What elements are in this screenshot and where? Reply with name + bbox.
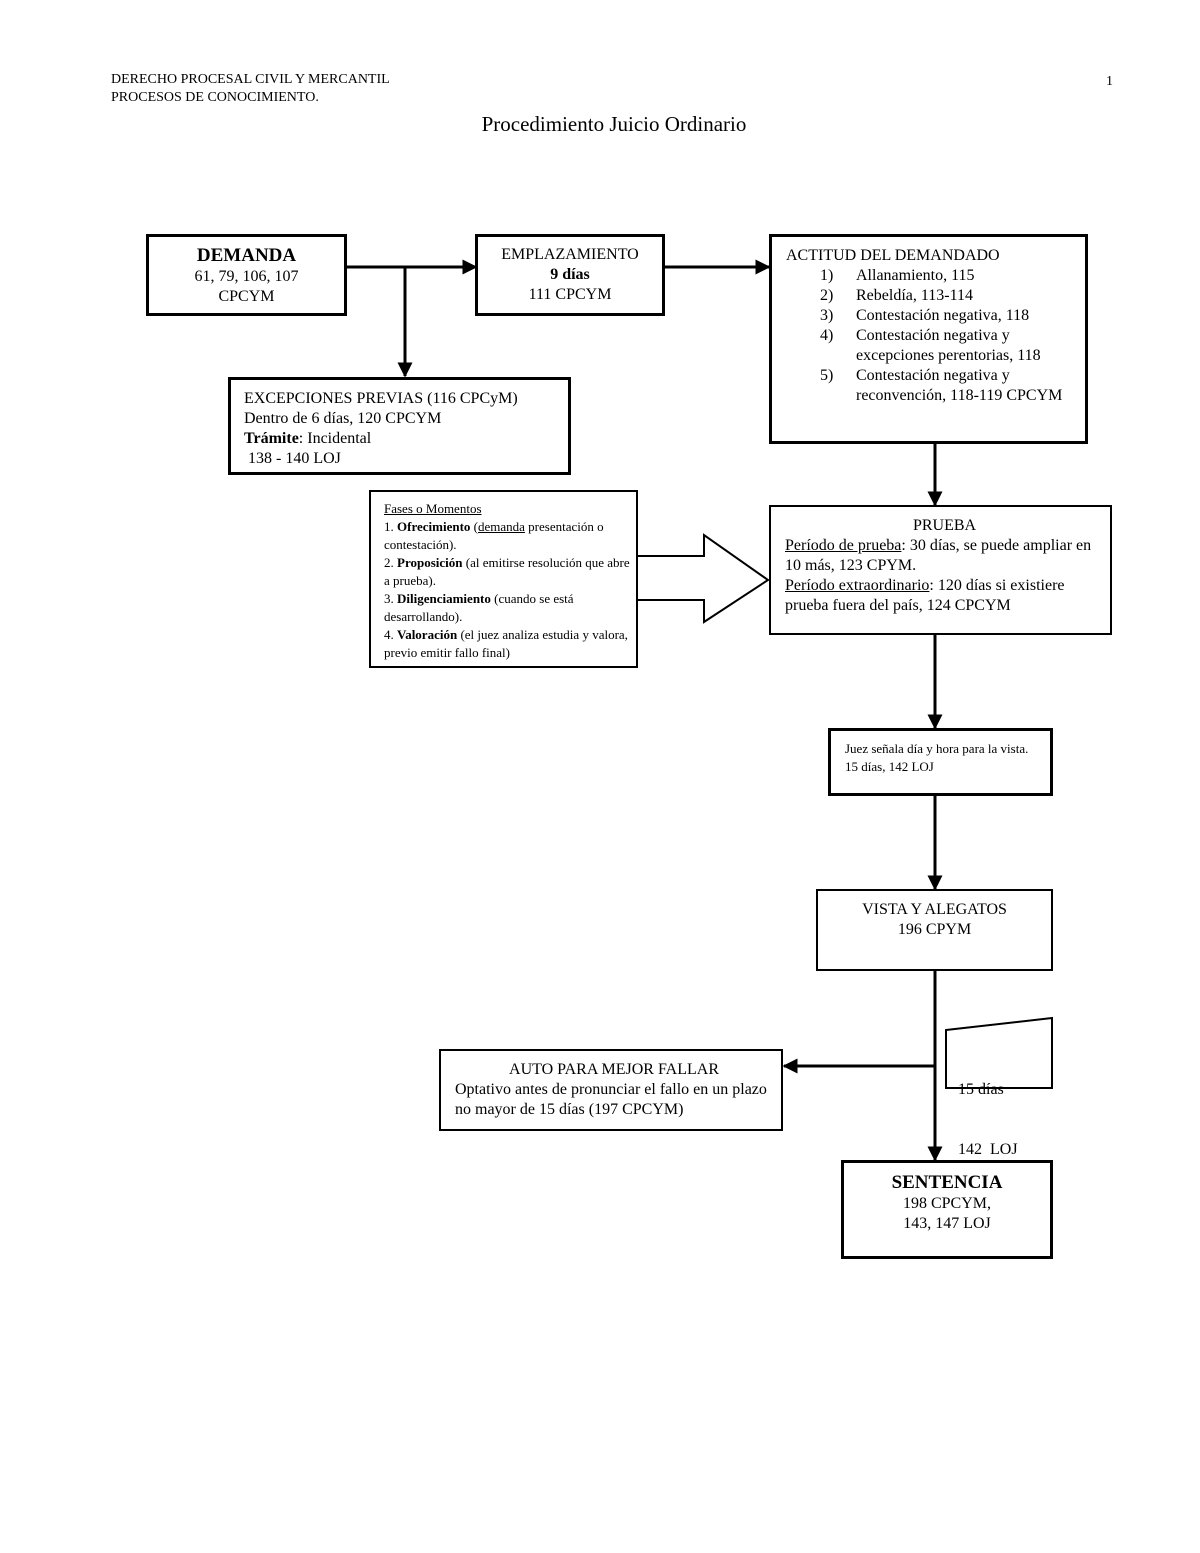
sentencia-line-1: 198 CPCYM, (902, 1195, 992, 1212)
auto-text: Optativo antes de pronunciar el fallo en… (455, 1081, 767, 1118)
actitud-item-number: 5) (820, 367, 834, 384)
fases-heading: Fases o Momentos (384, 501, 482, 516)
box-demanda: DEMANDA 61, 79, 106, 107 CPCYM (146, 234, 347, 316)
fases-item-desc: (cuando se está desarrollando). (384, 591, 574, 624)
tramite-value: : Incidental (298, 430, 372, 447)
fases-item-term: Diligenciamiento (397, 591, 491, 606)
fases-item-number: 1. (384, 519, 397, 534)
diagram-title: Procedimiento Juicio Ordinario (481, 112, 747, 136)
page-number: 1 (1106, 74, 1113, 89)
prueba-periodo-label: Período de prueba (785, 537, 902, 554)
fases-item-desc: presentación o contestación). (384, 519, 604, 552)
vista-line-1: VISTA Y ALEGATOS (862, 901, 1007, 918)
tramite-label: Trámite (244, 430, 299, 447)
sentencia-title: SENTENCIA (891, 1172, 1003, 1193)
demanda-title: DEMANDA (196, 245, 297, 266)
emplazamiento-title: EMPLAZAMIENTO (501, 246, 639, 263)
actitud-title: ACTITUD DEL DEMANDADO (786, 247, 1000, 264)
fases-item-number: 2. (384, 555, 397, 570)
fases-item-paren: ( (470, 519, 478, 534)
juez-text: Juez señala día y hora para la vista. 15… (845, 741, 1042, 774)
note-shape (945, 1016, 1053, 1089)
actitud-list: 1)Allanamiento, 115 2)Rebeldía, 113-114 … (786, 266, 1085, 406)
emplazamiento-days: 9 días (550, 266, 590, 283)
excepciones-tramite: Trámite: Incidental (244, 429, 568, 449)
fases-item: 3. Diligenciamiento (cuando se está desa… (384, 590, 630, 626)
actitud-item-text: Allanamiento, 115 (856, 267, 975, 284)
block-arrow-fases-prueba (637, 505, 704, 535)
emplazamiento-ref: 111 CPCYM (528, 286, 612, 303)
prueba-title: PRUEBA (912, 517, 977, 534)
box-actitud-demandado: ACTITUD DEL DEMANDADO 1) Allanamiento, 11… (769, 234, 1088, 444)
box-prueba: PRUEBA Período de prueba: 30 días, se pu… (769, 505, 1112, 635)
fases-item-desc: (el juez analiza estudia y valora, previ… (384, 627, 628, 660)
excepciones-line-4: 138 - 140 LOJ (248, 450, 341, 467)
prueba-extraordinario-label: Período extraordinario (785, 577, 930, 594)
fases-item-desc: (al emitirse resolución que abre a prueb… (384, 555, 630, 588)
box-juez-senala: Juez señala día y hora para la vista. 15… (828, 728, 1053, 796)
fases-item: 4. Valoración (el juez analiza estudia y… (384, 626, 630, 662)
actitud-item: 4) Contestación negativa y excepciones pe… (786, 326, 1085, 366)
actitud-item-number: 3) (820, 307, 834, 324)
fases-item-number: 3. (384, 591, 397, 606)
fases-item-term: Valoración (397, 627, 458, 642)
box-emplazamiento: EMPLAZAMIENTO 9 días 111 CPCYM (475, 234, 665, 316)
excepciones-line-2: Dentro de 6 días, 120 CPCYM (244, 410, 442, 427)
fases-item-underlined: demanda (478, 519, 525, 534)
fases-item: 1. Ofrecimiento (demanda presentación o … (384, 518, 630, 554)
actitud-item-text: Contestación negativa y excepciones pere… (856, 327, 1041, 364)
prueba-extraordinario-text: : 120 días si existiere prueba fuera del… (785, 577, 1065, 614)
vista-line-2: 196 CPYM (897, 921, 972, 938)
actitud-item-text: Contestación negativa y reconvención, 11… (856, 367, 1063, 404)
box-excepciones-previas: EXCEPCIONES PREVIAS (116 CPCyM) Dentro d… (228, 377, 571, 475)
prueba-periodo: Período de prueba: 30 días, se puede amp… (785, 536, 1104, 576)
sentencia-line-2: 143, 147 LOJ (903, 1215, 991, 1232)
note-15-dias: 15 días 142 LOJ (958, 1040, 1018, 1180)
box-fases-momentos: Fases o Momentos 1. Ofrecimiento (demand… (369, 490, 638, 668)
box-auto-mejor-fallar: AUTO PARA MEJOR FALLAR Optativo antes de… (439, 1049, 783, 1131)
nota-line-1: 15 días (958, 1081, 1004, 1098)
demanda-line-1: 61, 79, 106, 107 (194, 268, 299, 285)
nota-line-2: 142 LOJ (958, 1141, 1018, 1158)
box-vista-alegatos: VISTA Y ALEGATOS 196 CPYM (816, 889, 1053, 971)
actitud-item-text: Rebeldía, 113-114 (856, 287, 974, 304)
header-course: DERECHO PROCESAL CIVIL Y MERCANTIL PROCE… (111, 71, 390, 107)
actitud-item-number: 1) (820, 267, 834, 284)
demanda-line-2: CPCYM (218, 288, 275, 305)
actitud-item: 1) Allanamiento, 115 (786, 266, 1085, 286)
actitud-item: 3) Contestación negativa, 118 (786, 306, 1085, 326)
actitud-item: 5) Contestación negativa y reconvención, … (786, 366, 1085, 406)
actitud-item: 2) Rebeldía, 113-114 (786, 286, 1085, 306)
header-line-1: DERECHO PROCESAL CIVIL Y MERCANTIL (111, 72, 390, 87)
fases-item-number: 4. (384, 627, 397, 642)
fases-item-term: Ofrecimiento (397, 519, 471, 534)
excepciones-line-1: EXCEPCIONES PREVIAS (116 CPCyM) (244, 390, 518, 407)
header-line-2: PROCESOS DE CONOCIMIENTO. (111, 90, 319, 105)
prueba-periodo-text: : 30 días, se puede ampliar en 10 más, 1… (785, 537, 1092, 574)
fases-item-term: Proposición (397, 555, 463, 570)
actitud-item-text: Contestación negativa, 118 (856, 307, 1030, 324)
block-arrow-shape (637, 533, 770, 624)
box-sentencia: SENTENCIA 198 CPCYM, 143, 147 LOJ (841, 1160, 1053, 1259)
auto-title: AUTO PARA MEJOR FALLAR (509, 1061, 719, 1078)
actitud-item-number: 4) (820, 327, 834, 344)
fases-item: 2. Proposición (al emitirse resolución q… (384, 554, 630, 590)
actitud-item-number: 2) (820, 287, 834, 304)
prueba-extraordinario: Período extraordinario: 120 días si exis… (785, 576, 1104, 616)
